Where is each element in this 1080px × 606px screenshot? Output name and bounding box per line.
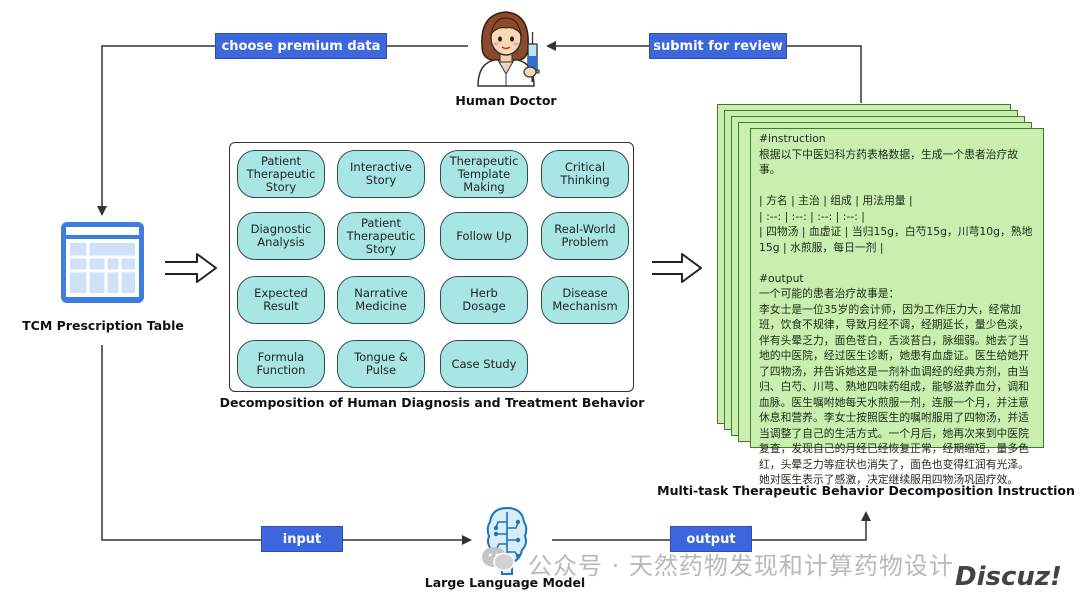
task-pill: Formula Function (237, 340, 325, 388)
hollow-arrow-right (652, 253, 702, 283)
task-pill: Interactive Story (337, 150, 425, 198)
task-pill: Expected Result (237, 276, 325, 324)
wechat-icon (482, 547, 515, 572)
instruction-document-text: #instruction 根据以下中医妇科方药表格数据，生成一个患者治疗故事。 … (759, 132, 1033, 486)
task-pill: Herb Dosage (440, 276, 528, 324)
input-arrow (101, 345, 472, 545)
tcm-table-caption: TCM Prescription Table (22, 318, 184, 333)
task-pill: Patient Therapeutic Story (337, 212, 425, 260)
input-label: input (261, 526, 343, 552)
task-pill: Critical Thinking (541, 150, 629, 198)
doctor-icon (477, 11, 540, 87)
submit-for-review-label: submit for review (649, 33, 787, 59)
task-pill: Disease Mechanism (541, 276, 629, 324)
output-label: output (670, 526, 752, 552)
task-pill: Diagnostic Analysis (237, 212, 325, 260)
task-pill: Patient Therapeutic Story (237, 150, 325, 198)
table-icon (61, 222, 144, 303)
multitask-caption: Multi-task Therapeutic Behavior Decompos… (657, 483, 1075, 498)
task-pill: Case Study (440, 340, 528, 388)
output-arrow (552, 511, 871, 541)
decomposition-caption: Decomposition of Human Diagnosis and Tre… (219, 395, 645, 410)
task-pill: Therapeutic Template Making (440, 150, 528, 198)
watermark-text: 公众号 · 天然药物发现和计算药物设计 (528, 552, 954, 580)
discuz-logo: Discuz! (955, 562, 1062, 592)
task-pill: Real-World Problem (541, 212, 629, 260)
task-pill: Follow Up (440, 212, 528, 260)
doc-card-front (750, 128, 1044, 448)
task-pill: Tongue & Pulse (337, 340, 425, 388)
hollow-arrow-left (165, 253, 217, 283)
llm-caption: Large Language Model (424, 575, 586, 590)
choose-premium-data-label: choose premium data (215, 33, 387, 59)
human-doctor-caption: Human Doctor (455, 93, 557, 108)
task-pill: Narrative Medicine (337, 276, 425, 324)
